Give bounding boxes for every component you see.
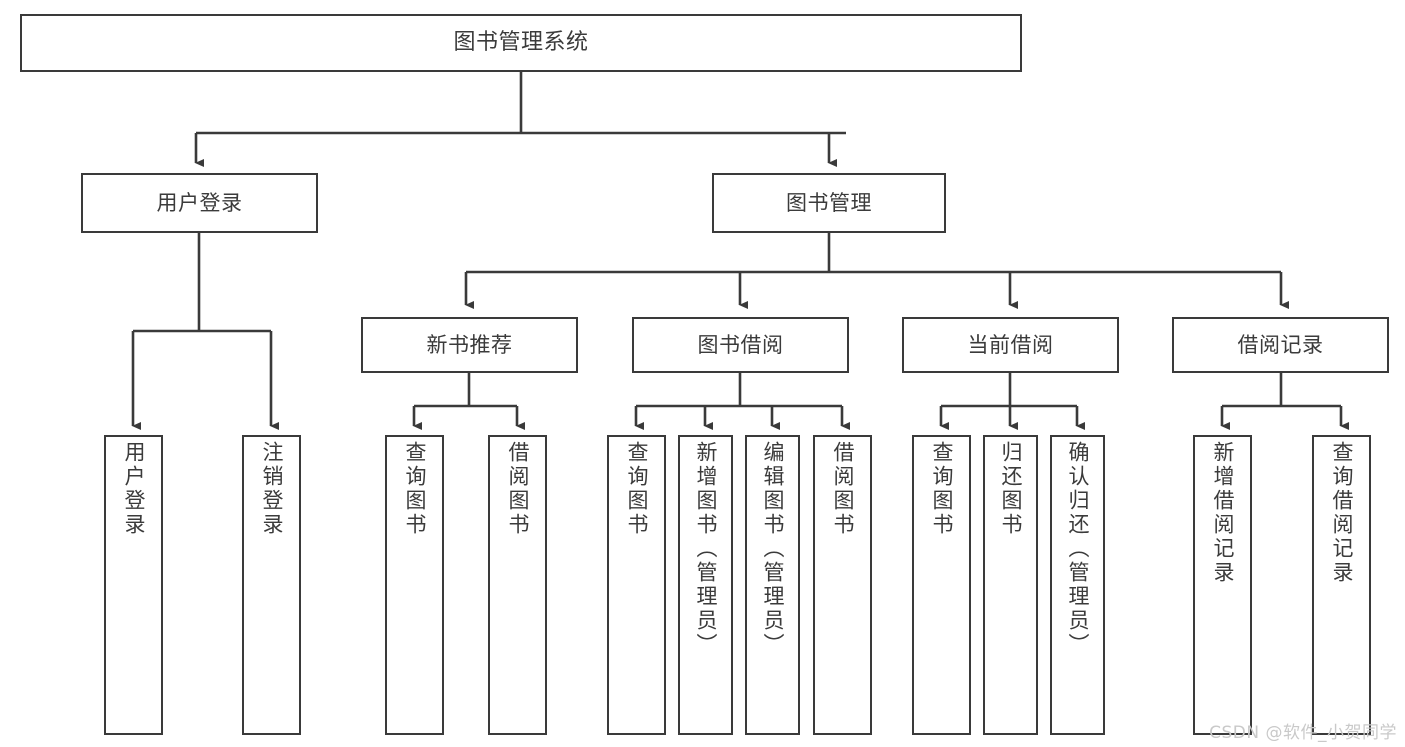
leaf-user-login-label: 用户登录 (122, 441, 146, 537)
leaf-logout[interactable]: 注销登录 (242, 435, 301, 735)
node-current-borrow-label: 当前借阅 (967, 332, 1054, 357)
node-book-borrow-label: 图书借阅 (697, 332, 784, 357)
leaf-query-book-current[interactable]: 查询图书 (912, 435, 971, 735)
node-book-management-label: 图书管理 (786, 190, 872, 215)
leaf-confirm-return[interactable]: 确认归还（管理员） (1050, 435, 1105, 735)
node-new-book-recommend-label: 新书推荐 (426, 332, 513, 357)
leaf-borrow-book-borrow[interactable]: 借阅图书 (813, 435, 872, 735)
leaf-edit-book[interactable]: 编辑图书（管理员） (745, 435, 800, 735)
leaf-borrow-book-recommend-label: 借阅图书 (506, 441, 530, 537)
node-borrow-record[interactable]: 借阅记录 (1172, 317, 1389, 373)
node-book-borrow[interactable]: 图书借阅 (632, 317, 849, 373)
leaf-borrow-book-recommend[interactable]: 借阅图书 (488, 435, 547, 735)
leaf-query-book-recommend[interactable]: 查询图书 (385, 435, 444, 735)
node-user-login-label: 用户登录 (156, 190, 243, 215)
node-user-login[interactable]: 用户登录 (81, 173, 318, 233)
leaf-query-borrow-record-label: 查询借阅记录 (1330, 441, 1354, 585)
node-borrow-record-label: 借阅记录 (1237, 332, 1324, 357)
node-root[interactable]: 图书管理系统 (20, 14, 1022, 72)
leaf-add-borrow-record-label: 新增借阅记录 (1211, 441, 1235, 585)
leaf-confirm-return-label: 确认归还（管理员） (1066, 441, 1090, 657)
leaf-edit-book-label: 编辑图书（管理员） (761, 441, 785, 657)
leaf-add-borrow-record[interactable]: 新增借阅记录 (1193, 435, 1252, 735)
node-root-label: 图书管理系统 (453, 30, 589, 56)
node-current-borrow[interactable]: 当前借阅 (902, 317, 1119, 373)
leaf-return-book-label: 归还图书 (999, 441, 1023, 537)
leaf-query-book-borrow-label: 查询图书 (625, 441, 649, 537)
leaf-query-book-borrow[interactable]: 查询图书 (607, 435, 666, 735)
leaf-user-login[interactable]: 用户登录 (104, 435, 163, 735)
leaf-borrow-book-borrow-label: 借阅图书 (831, 441, 855, 537)
leaf-logout-label: 注销登录 (260, 441, 284, 537)
leaf-query-borrow-record[interactable]: 查询借阅记录 (1312, 435, 1371, 735)
leaf-query-book-current-label: 查询图书 (930, 441, 954, 537)
watermark: CSDN @软件_小贺同学 (1209, 723, 1397, 743)
leaf-return-book[interactable]: 归还图书 (983, 435, 1038, 735)
node-book-management[interactable]: 图书管理 (712, 173, 946, 233)
leaf-add-book[interactable]: 新增图书（管理员） (678, 435, 733, 735)
leaf-add-book-label: 新增图书（管理员） (694, 441, 718, 657)
leaf-query-book-recommend-label: 查询图书 (403, 441, 427, 537)
node-new-book-recommend[interactable]: 新书推荐 (361, 317, 578, 373)
